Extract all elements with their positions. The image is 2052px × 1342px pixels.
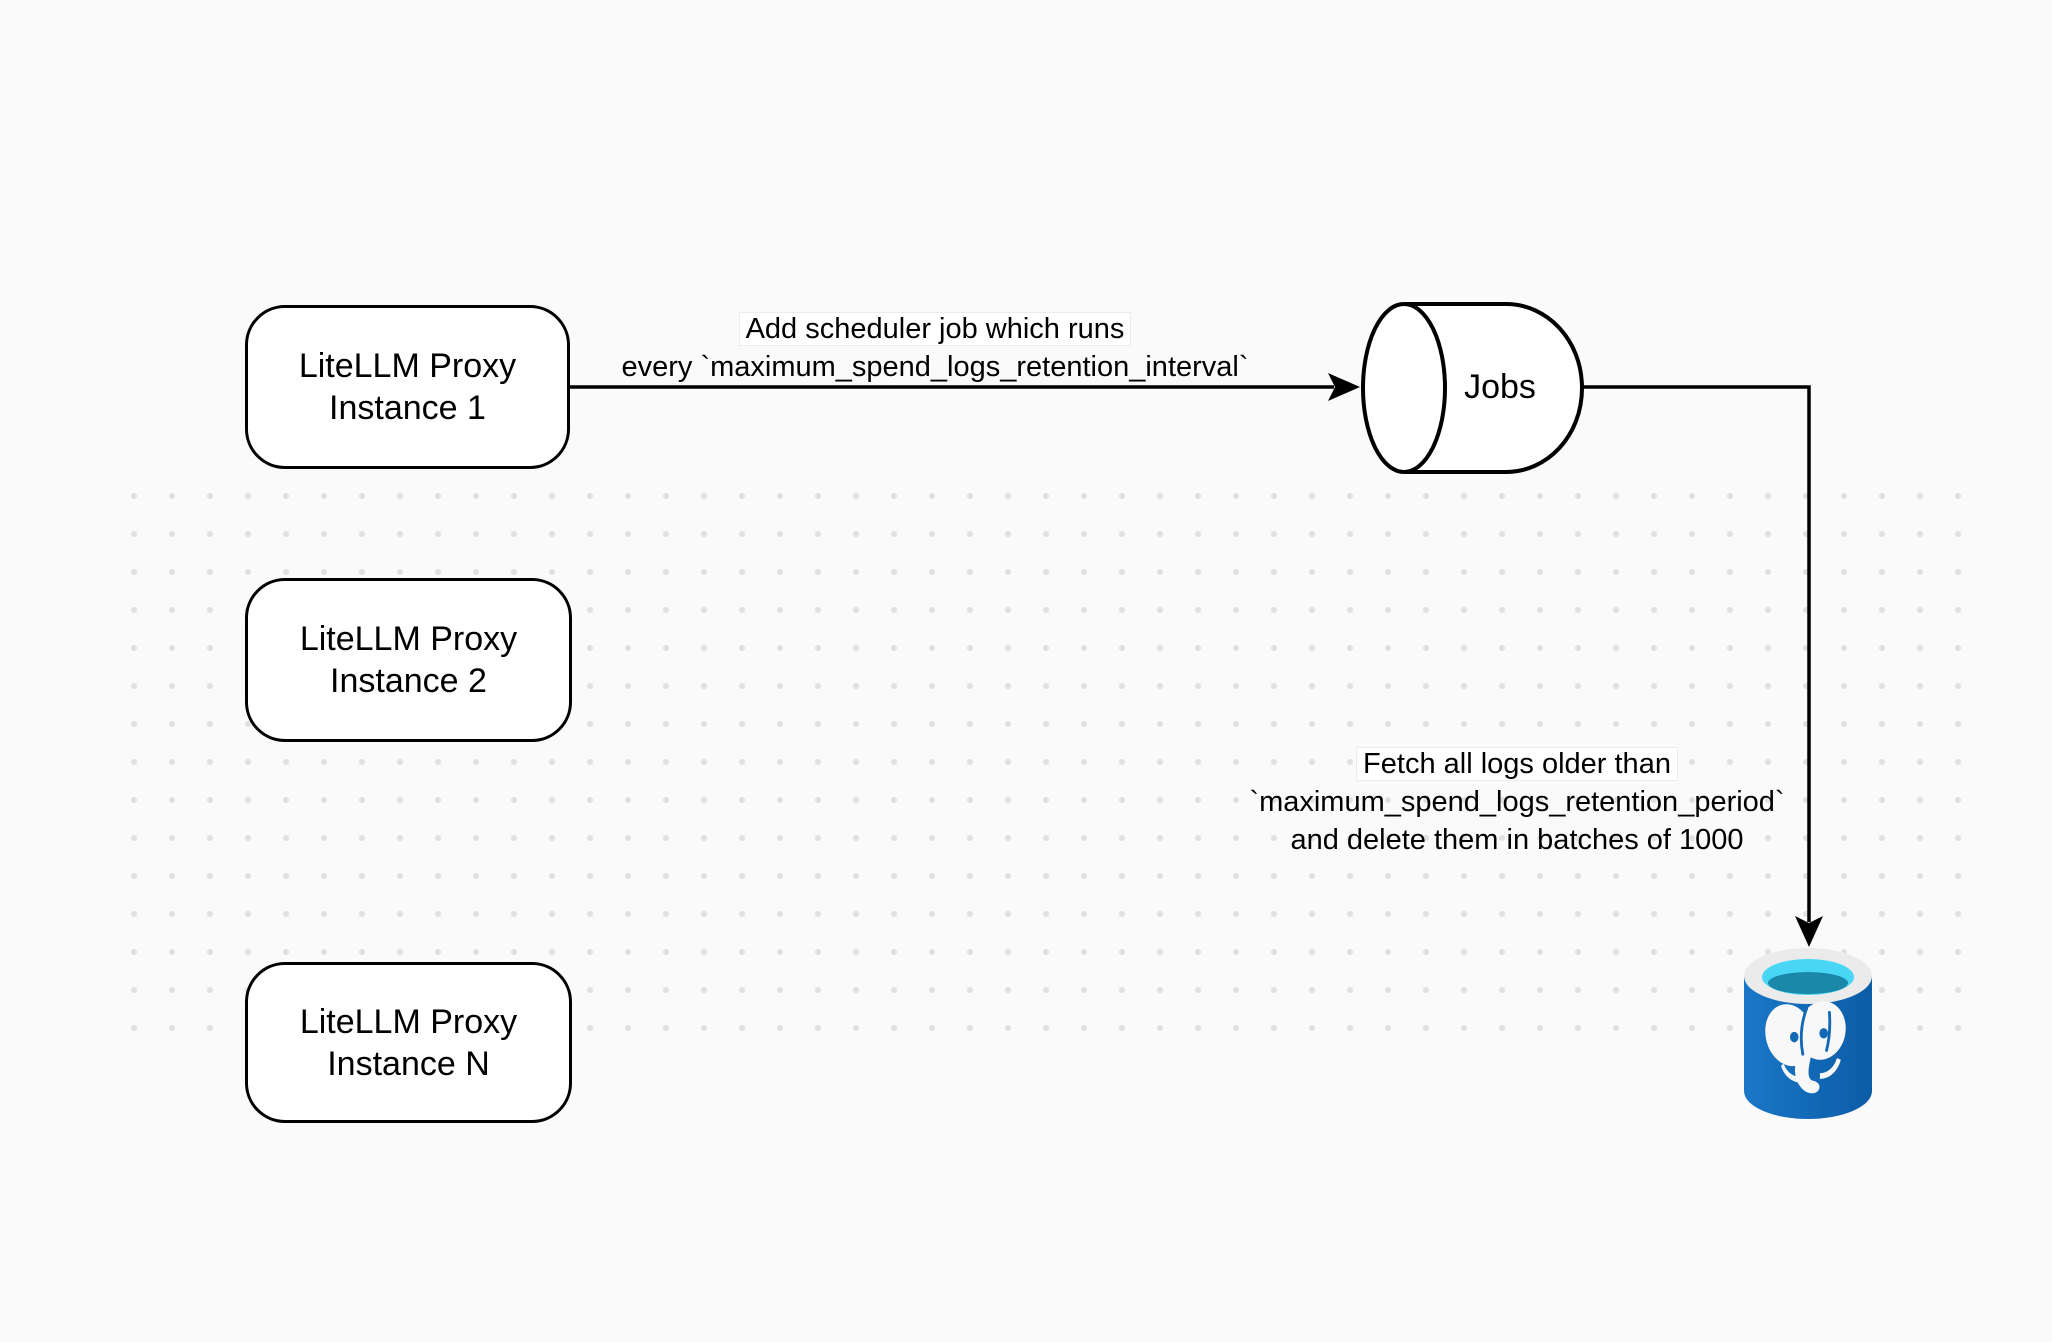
scheduler-edge-label: Add scheduler job which runs every `maxi… (485, 310, 1385, 386)
node-label-line1: LiteLLM Proxy (299, 1002, 518, 1041)
jobs-queue-shape (1361, 302, 1585, 474)
jobs-queue-label: Jobs (1464, 368, 1536, 406)
scheduler-edge-arrow (570, 373, 1360, 401)
queue-cylinder-face (1361, 302, 1447, 474)
arrowhead-right-icon (1328, 373, 1360, 401)
node-label-line2: Instance N (327, 1044, 490, 1083)
scheduler-edge-label-line1: Add scheduler job which runs (485, 310, 1385, 348)
node-label-line1: LiteLLM Proxy (299, 620, 518, 658)
node-litellm-proxy-instance-2: LiteLLM Proxy Instance 2 (245, 578, 572, 742)
elephant-glyph (1765, 1001, 1846, 1094)
node-litellm-proxy-instance-1: LiteLLM Proxy Instance 1 (245, 305, 570, 469)
node-label-line2: Instance 2 (330, 662, 487, 700)
node-litellm-proxy-instance-n: LiteLLM Proxy Instance N (245, 962, 572, 1123)
cleanup-edge-label-line1: Fetch all logs older than (1217, 745, 1817, 783)
cleanup-edge-arrow (1582, 385, 1823, 947)
scheduler-edge-label-line2: every `maximum_spend_logs_retention_inte… (621, 351, 1249, 383)
node-label-line2: Instance 1 (329, 389, 486, 427)
cleanup-edge-label-line2: `maximum_spend_logs_retention_period` (1249, 786, 1785, 818)
postgresql-icon (1744, 948, 1872, 1119)
arrowhead-down-icon (1795, 916, 1823, 947)
cleanup-edge-label: Fetch all logs older than `maximum_spend… (1217, 745, 1817, 859)
cleanup-edge-label-line3: and delete them in batches of 1000 (1290, 824, 1744, 856)
node-label-line1: LiteLLM Proxy (298, 347, 517, 385)
